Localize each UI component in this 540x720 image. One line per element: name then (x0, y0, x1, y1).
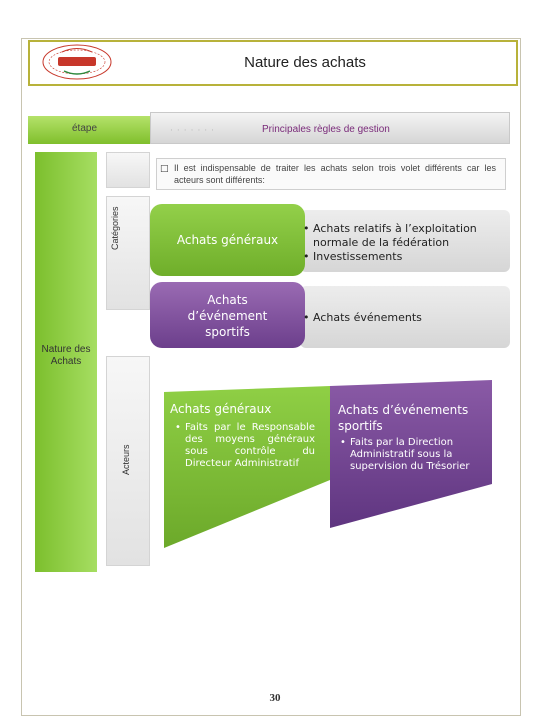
rules-header-label: Principales règles de gestion (262, 124, 390, 135)
nature-label-line1: Nature des (41, 344, 91, 355)
list-item: Investissements (303, 250, 503, 264)
page-number: 30 (269, 692, 281, 704)
acteurs-row-header (106, 356, 150, 566)
generaux-items-list: Achats relatifs à l’exploitation normale… (303, 222, 503, 264)
achats-evenement-label: Achats d’événement sportifs (150, 292, 305, 340)
evenements-items-list: Achats événements (303, 311, 503, 325)
acteurs-generaux-title: Achats généraux (170, 402, 272, 416)
nature-des-achats-column (35, 152, 97, 572)
achats-evenement-box (150, 282, 305, 348)
list-item: Faits par le Responsable des moyens géné… (175, 422, 315, 470)
rule-box (156, 158, 506, 190)
page-title: Nature des achats (244, 54, 366, 71)
acteurs-evenements-list: Faits par la Direction Administratif sou… (340, 437, 474, 473)
evenement-label-line1: Achats (207, 293, 248, 307)
achats-generaux-label: Achats généraux (176, 233, 279, 247)
acteurs-generaux-list: Faits par le Responsable des moyens géné… (175, 422, 315, 470)
rule-row-header (106, 152, 150, 188)
achats-generaux-box (150, 204, 305, 276)
decorative-dots: ······· (170, 126, 219, 136)
page-frame (21, 38, 521, 716)
checkbox-bullet-icon: □ (160, 164, 169, 174)
list-item: Achats relatifs à l’exploitation normale… (303, 222, 503, 250)
acteurs-evenements-title: Achats d’événements sportifs (338, 403, 469, 433)
nature-label-line2: Achats (50, 356, 82, 367)
nature-des-achats-label: Nature des Achats (35, 344, 97, 368)
etape-label: étape (72, 123, 98, 134)
list-item: Achats événements (303, 311, 503, 325)
list-item: Faits par la Direction Administratif sou… (340, 437, 474, 473)
categories-row-header (106, 196, 150, 310)
rule-text: Il est indispensable de traiter les acha… (174, 163, 496, 185)
etape-tab (28, 116, 154, 144)
evenement-label-line3: sportifs (205, 325, 250, 339)
federation-logo (42, 44, 112, 80)
rules-header-bar (150, 112, 510, 144)
evenement-label-line2: d’événement (187, 309, 268, 323)
